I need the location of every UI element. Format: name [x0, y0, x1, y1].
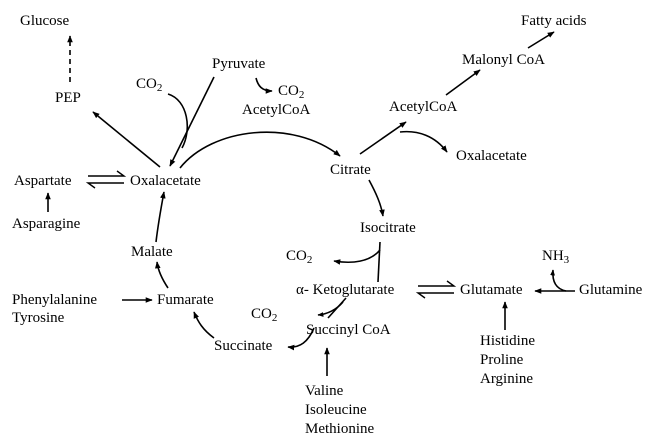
methionine-label: Methionine: [305, 421, 375, 437]
histidine-label: Histidine: [480, 333, 535, 349]
arrow-succinate-fumarate: [193, 311, 215, 339]
proline-label: Proline: [480, 352, 524, 368]
arrow-malate-oxalacetate: [155, 191, 166, 243]
succinyl-coa-label: Succinyl CoA: [306, 322, 391, 338]
arrow-isocitrate-akg: [377, 241, 381, 283]
arrow-citrate-acetylcoa: [359, 121, 407, 155]
valine-label: Valine: [305, 383, 344, 399]
co2-left-label: CO2: [136, 76, 163, 94]
arrow-pyruvate-co2: [255, 77, 273, 94]
nh3-label: NH3: [542, 248, 570, 266]
glucose-label: Glucose: [20, 13, 70, 29]
arrow-oxalacetate-pep: [92, 111, 161, 168]
alpha-ketoglutarate-label: α- Ketoglutarate: [296, 282, 395, 298]
co2-mid-label: CO2: [286, 248, 313, 266]
acetylcoa-top-label: AcetylCoA: [242, 102, 311, 118]
isoleucine-label: Isoleucine: [305, 402, 367, 418]
co2-top-label: CO2: [278, 83, 305, 101]
arrow-acetylcoa-malonyl: [445, 69, 481, 96]
glutamate-label: Glutamate: [460, 282, 523, 298]
oxalacetate-label: Oxalacetate: [130, 173, 201, 189]
co2-low-label: CO2: [251, 306, 278, 324]
glutamine-label: Glutamine: [579, 282, 643, 298]
arrow-acetylcoa-oxalacetate: [399, 130, 448, 153]
arginine-label: Arginine: [480, 371, 534, 387]
fumarate-label: Fumarate: [157, 292, 214, 308]
arrow-citrate-isocitrate: [368, 179, 385, 217]
fatty-acids-label: Fatty acids: [521, 13, 587, 29]
acetylcoa-right-label: AcetylCoA: [389, 99, 458, 115]
arrow-malonyl-fattyacids: [527, 31, 555, 49]
isocitrate-label: Isocitrate: [360, 220, 416, 236]
asparagine-label: Asparagine: [12, 216, 81, 232]
equilibrium-aspartate-oxalacetate: [85, 170, 127, 189]
arrow-co2-oxalacetate: [167, 93, 189, 149]
arrow-akg-co2: [317, 301, 344, 317]
arrow-glutamine-nh3: [550, 269, 567, 292]
tyrosine-label: Tyrosine: [12, 310, 65, 326]
pep-label: PEP: [55, 90, 81, 106]
arrow-pyruvate-oxalacetate: [169, 76, 215, 167]
arrow-oxalacetate-citrate: [179, 131, 341, 169]
arrow-succinylcoa-succinate: [287, 327, 315, 351]
citrate-label: Citrate: [330, 162, 371, 178]
malate-label: Malate: [131, 244, 173, 260]
phenylalanine-label: Phenylalanine: [12, 292, 97, 308]
equilibrium-akg-glutamate: [415, 280, 457, 299]
oxalacetate-right-label: Oxalacetate: [456, 148, 527, 164]
aspartate-label: Aspartate: [14, 173, 72, 189]
pyruvate-label: Pyruvate: [212, 56, 266, 72]
succinate-label: Succinate: [214, 338, 273, 354]
arrow-fumarate-malate: [155, 261, 169, 289]
arrow-isocitrate-co2: [333, 249, 381, 265]
malonyl-coa-label: Malonyl CoA: [462, 52, 545, 68]
